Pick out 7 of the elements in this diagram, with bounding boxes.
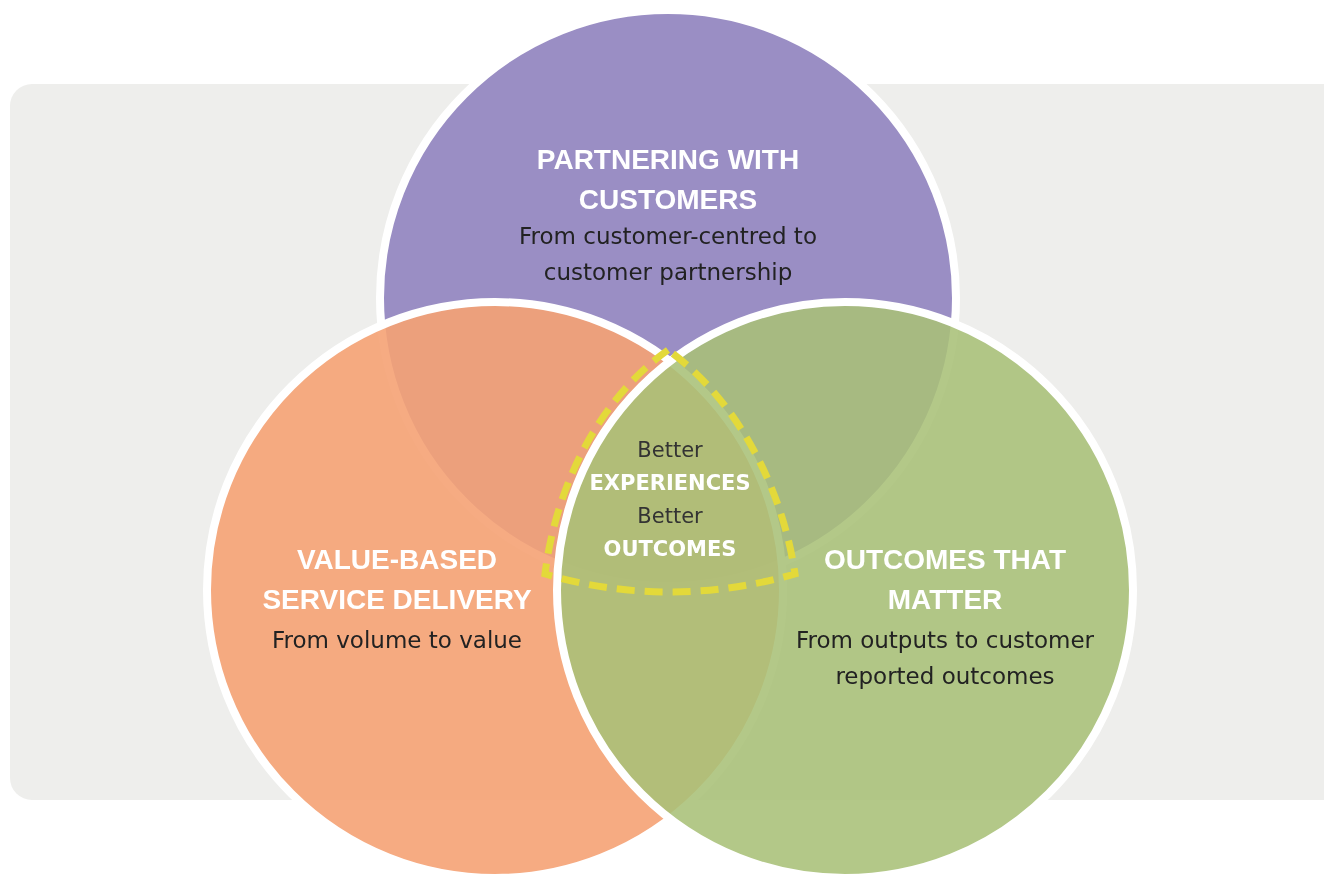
circle-description: From customer-centred to customer partnership (518, 222, 818, 287)
circle-heading: PARTNERING WITH CUSTOMERS (535, 143, 801, 217)
circle-heading: VALUE-BASED SERVICE DELIVERY (261, 543, 533, 617)
center-text: Better EXPERIENCES Better OUTCOMES (589, 437, 751, 563)
circle-description: From volume to value (270, 626, 523, 655)
circle-heading: OUTCOMES THAT MATTER (822, 543, 1068, 617)
circle-description: From outputs to customer reported outcomes (794, 626, 1096, 691)
